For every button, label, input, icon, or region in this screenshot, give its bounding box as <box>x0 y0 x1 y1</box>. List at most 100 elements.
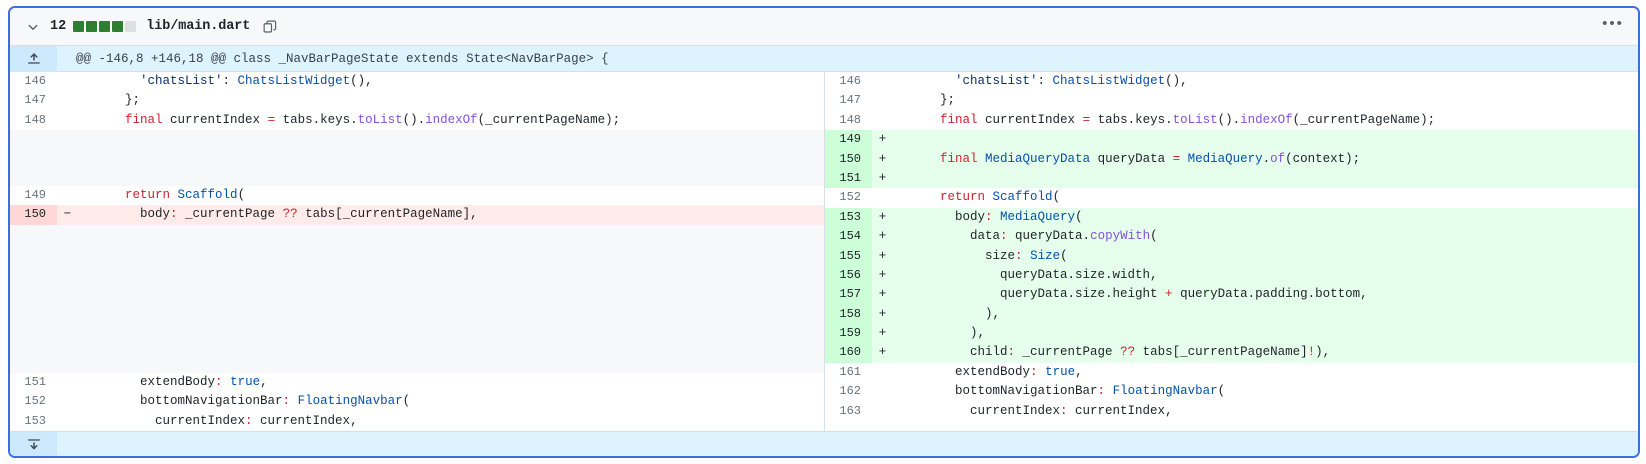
line-number[interactable] <box>10 130 57 149</box>
line-number[interactable]: 154 <box>825 227 872 247</box>
diff-row[interactable]: 147 }; <box>825 91 1638 111</box>
line-number[interactable]: 151 <box>825 168 872 189</box>
diff-row[interactable]: 160+ child: _currentPage ?? tabs[_curren… <box>825 343 1638 363</box>
diff-row[interactable]: 150+ final MediaQueryData queryData = Me… <box>825 149 1638 169</box>
line-number[interactable] <box>10 148 57 168</box>
diff-row[interactable]: 156+ queryData.size.width, <box>825 265 1638 286</box>
code-line: queryData.size.width, <box>895 267 1158 282</box>
line-number[interactable]: 149 <box>10 185 57 206</box>
code-line <box>78 167 824 186</box>
diff-row[interactable]: 163 currentIndex: currentIndex, <box>825 401 1638 422</box>
line-number[interactable]: 152 <box>10 392 57 412</box>
diff-marker <box>57 373 78 392</box>
line-number[interactable]: 153 <box>825 207 872 228</box>
diffstat-block-add-4 <box>112 21 124 32</box>
diff-row[interactable] <box>10 280 824 299</box>
diff-row[interactable] <box>10 261 824 281</box>
line-number[interactable]: 147 <box>825 91 872 111</box>
diff-row[interactable]: 159 + ), <box>825 324 1638 344</box>
code-line <box>78 225 824 244</box>
diff-row[interactable]: 161 extendBody: true, <box>825 362 1638 383</box>
code-line: ), <box>895 326 986 341</box>
line-number[interactable] <box>10 335 57 355</box>
line-number[interactable] <box>10 280 57 299</box>
diff-row[interactable] <box>10 130 824 149</box>
code-line: 'chatsList': ChatsListWidget(), <box>140 74 373 88</box>
diff-row[interactable]: 149+ <box>825 130 1638 150</box>
diff-row[interactable]: 153+ body: MediaQuery( <box>825 207 1638 228</box>
diff-marker <box>57 392 78 411</box>
diff-marker <box>57 130 78 149</box>
line-number[interactable]: 146 <box>825 72 872 92</box>
line-number[interactable] <box>10 224 57 244</box>
diff-row[interactable] <box>10 335 824 355</box>
kebab-menu-icon[interactable]: ••• <box>1602 15 1624 32</box>
diff-row[interactable] <box>10 243 824 262</box>
line-number[interactable]: 150 <box>825 149 872 169</box>
line-number[interactable] <box>10 167 57 186</box>
diff-row[interactable]: 151 extendBody: true, <box>10 372 824 393</box>
code-line: currentIndex: currentIndex, <box>80 413 358 428</box>
diff-row[interactable]: 146 'chatsList': ChatsListWidget(), <box>825 72 1638 92</box>
line-number[interactable]: 157 <box>825 285 872 305</box>
diff-row[interactable]: 153 currentIndex: currentIndex, <box>10 411 824 431</box>
diff-row[interactable]: 152 return Scaffold( <box>825 188 1638 208</box>
line-number[interactable] <box>10 261 57 281</box>
expand-up-icon[interactable] <box>10 45 57 72</box>
file-path-label[interactable]: lib/main.dart <box>146 19 251 34</box>
line-number[interactable]: 158 <box>825 304 872 325</box>
diff-row[interactable]: 146 'chatsList': ChatsListWidget(), <box>10 72 824 92</box>
diff-row[interactable]: 158+ ), <box>825 304 1638 325</box>
diff-row[interactable] <box>10 354 824 373</box>
line-number[interactable]: 161 <box>825 362 872 383</box>
line-number[interactable]: 147 <box>10 91 57 111</box>
line-number[interactable]: 163 <box>825 401 872 422</box>
diff-marker <box>57 111 78 130</box>
line-number[interactable]: 148 <box>825 110 872 131</box>
diff-side-right: 146 'chatsList': ChatsListWidget(),147 }… <box>824 72 1638 431</box>
copy-icon[interactable] <box>260 17 280 37</box>
line-number[interactable]: 149 <box>825 130 872 150</box>
line-number[interactable]: 155 <box>825 246 872 266</box>
diff-row[interactable]: 148 final currentIndex = tabs.keys.toLis… <box>10 110 824 131</box>
diff-marker: + <box>878 326 887 341</box>
diff-row[interactable]: 148 final currentIndex = tabs.keys.toLis… <box>825 110 1638 131</box>
diff-row[interactable]: 150− body: _currentPage ?? tabs[_current… <box>10 205 824 225</box>
line-number[interactable]: 162 <box>825 382 872 402</box>
diff-row[interactable]: 155+ size: Size( <box>825 246 1638 266</box>
line-number[interactable]: 156 <box>825 265 872 286</box>
diff-row[interactable] <box>10 298 824 318</box>
line-number[interactable] <box>10 298 57 318</box>
diff-row[interactable] <box>10 148 824 168</box>
diff-row[interactable]: 162 bottomNavigationBar: FloatingNavbar( <box>825 382 1638 402</box>
diff-row[interactable]: 154+ data: queryData.copyWith( <box>825 227 1638 247</box>
diff-row[interactable] <box>10 167 824 186</box>
line-number[interactable] <box>10 243 57 262</box>
expand-down-icon[interactable] <box>10 431 57 456</box>
diff-row[interactable]: 157+ queryData.size.height + queryData.p… <box>825 285 1638 305</box>
line-number[interactable] <box>10 317 57 336</box>
diff-row[interactable] <box>10 317 824 336</box>
diff-row[interactable]: 151+ <box>825 168 1638 189</box>
code-line: extendBody: true, <box>80 374 268 389</box>
line-number[interactable]: 146 <box>10 72 57 92</box>
file-diff-card: 12 lib/main.dart ••• @@ -146,8 +146 <box>8 6 1640 458</box>
code-line <box>78 149 824 168</box>
line-number[interactable]: 160 <box>825 343 872 363</box>
diff-marker <box>57 91 78 110</box>
line-number[interactable]: 152 <box>825 188 872 208</box>
line-number[interactable]: 159 <box>825 324 872 344</box>
diff-marker <box>57 354 78 373</box>
diff-marker <box>872 363 893 382</box>
line-number[interactable]: 148 <box>10 110 57 131</box>
line-number[interactable]: 151 <box>10 372 57 393</box>
line-number[interactable]: 150 <box>10 205 57 225</box>
diff-row[interactable]: 149 return Scaffold( <box>10 185 824 206</box>
line-number[interactable]: 153 <box>10 411 57 431</box>
line-number[interactable] <box>10 354 57 373</box>
diff-row[interactable]: 147 }; <box>10 91 824 111</box>
diffstat-block-neutral-5 <box>125 21 137 32</box>
diff-row[interactable]: 152 bottomNavigationBar: FloatingNavbar( <box>10 392 824 412</box>
chevron-down-icon[interactable] <box>24 18 42 36</box>
diff-row[interactable] <box>10 224 824 244</box>
